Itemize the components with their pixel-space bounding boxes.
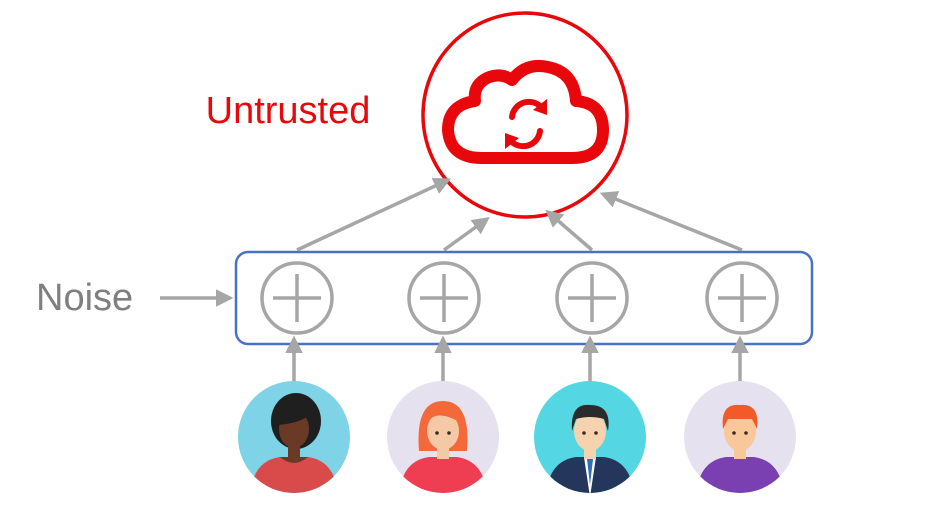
adders xyxy=(260,261,779,335)
plus-circle-icon xyxy=(555,261,629,335)
users xyxy=(238,381,796,493)
user-arrows xyxy=(285,335,749,382)
woman-dark-skin-avatar xyxy=(238,381,350,493)
server-circle xyxy=(421,11,629,219)
plus-circle-icon xyxy=(407,261,481,335)
upload-arrow-1 xyxy=(296,177,452,252)
plus-circle-icon xyxy=(705,261,779,335)
untrusted-label: Untrusted xyxy=(206,90,371,132)
upload-arrow-2 xyxy=(442,216,490,252)
woman-redhead-avatar xyxy=(387,381,499,493)
upload-arrow-4 xyxy=(599,191,743,252)
cloud-sync-icon xyxy=(442,59,609,164)
man-redhead-avatar xyxy=(684,381,796,493)
upload-arrow-3 xyxy=(545,209,594,252)
plus-circle-icon xyxy=(260,261,334,335)
man-in-suit-avatar xyxy=(534,381,646,493)
upload-arrows xyxy=(296,177,743,252)
noise-box xyxy=(234,250,814,346)
noise-label: Noise xyxy=(36,277,133,319)
untrusted-server xyxy=(421,11,629,219)
